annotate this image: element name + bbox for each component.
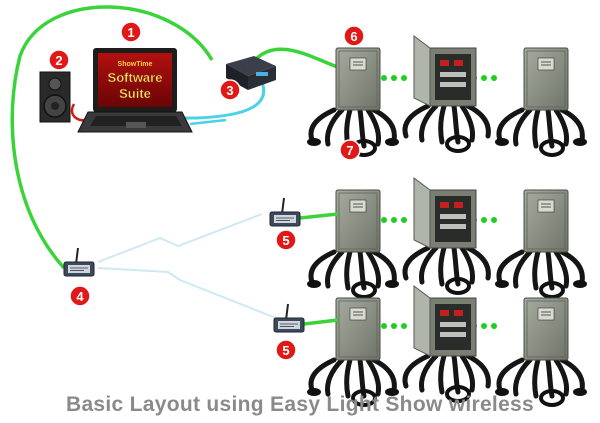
callout-5-row2-text: 5 [282, 233, 289, 248]
controller-box-row3-a [307, 298, 399, 405]
callout-1-text: 1 [127, 25, 134, 40]
green-cable-to-transmitter [10, 5, 214, 270]
speaker [39, 71, 71, 123]
controller-box-row3-b [405, 286, 488, 401]
callout-4-text: 4 [76, 289, 84, 304]
controller-box-row1-c [495, 48, 587, 155]
controller-box-row1-b [405, 36, 488, 151]
usb-cable-2 [189, 118, 227, 126]
wireless-beam-lower [97, 267, 277, 319]
controller-box-row2-b [405, 178, 488, 293]
wireless-beam-upper [97, 213, 263, 263]
green-cable-to-controller [253, 47, 341, 70]
callout-2-text: 2 [55, 53, 62, 68]
callout-5-row3-text: 5 [282, 343, 289, 358]
controller-box-row2-c [495, 190, 587, 297]
wireless-transmitter [63, 247, 95, 277]
callout-4: 4 [69, 285, 91, 307]
controller-box-row3-c [495, 298, 587, 405]
callout-5-row3: 5 [275, 339, 297, 361]
laptop: ShowTime Software Suite [77, 48, 193, 133]
callout-3: 3 [219, 79, 241, 101]
callout-7: 7 [339, 139, 361, 161]
callout-6-text: 6 [350, 29, 357, 44]
diagram-caption: Basic Layout using Easy Light Show wirel… [65, 393, 535, 416]
laptop-screen [98, 53, 172, 107]
callout-3-text: 3 [226, 83, 233, 98]
callout-7-text: 7 [346, 143, 353, 158]
software-title-line1: Software [108, 70, 163, 85]
software-title-line2: Suite [119, 86, 151, 101]
wireless-receiver-row3 [273, 303, 305, 333]
wireless-receiver-row2 [269, 197, 301, 227]
callout-2: 2 [48, 49, 70, 71]
software-brand-text: ShowTime [118, 61, 153, 68]
green-cable-receiver-row2 [299, 212, 339, 220]
wireless-beams [97, 213, 277, 319]
dmx-interface [226, 56, 276, 90]
controller-box-row2-a [307, 190, 399, 297]
usb-cable [180, 81, 266, 120]
callout-5-row2: 5 [275, 229, 297, 251]
green-cable-receiver-row3 [303, 318, 339, 326]
controller-box-row1-a [307, 48, 399, 155]
callout-6: 6 [343, 25, 365, 47]
callout-1: 1 [120, 21, 142, 43]
